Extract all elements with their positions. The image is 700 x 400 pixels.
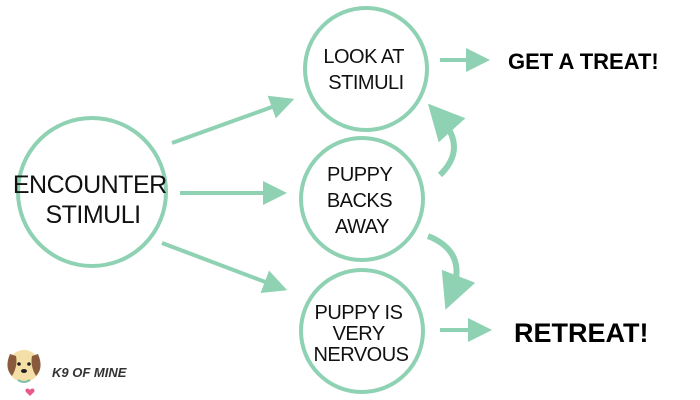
node-look-label: LOOK AT STIMULI [323,46,408,94]
node-encounter-line: ENCOUNTER [13,171,167,199]
node-backs-line: AWAY [335,216,389,238]
curved-arrow-backs-to-retreat [426,233,476,310]
node-look-line: LOOK AT [323,46,404,68]
logo: K9 OF MINE [7,350,127,396]
node-encounter-label: ENCOUNTER STIMULI [13,171,173,229]
node-look-line: STIMULI [328,72,403,94]
node-nervous-line: NERVOUS [313,344,408,366]
node-nervous-line: VERY [333,323,385,345]
dog-face-icon [7,350,41,396]
node-encounter-line: STIMULI [45,201,140,229]
logo-text: K9 OF MINE [52,365,127,380]
outcome-treat: GET A TREAT! [508,49,659,74]
node-backs-circle [299,136,425,262]
node-nervous-line: PUPPY IS [315,302,403,324]
node-look-circle [303,6,429,132]
node-nervous-label: PUPPY IS VERY NERVOUS [313,302,408,366]
node-encounter-circle [16,116,168,268]
curved-arrow-backs-to-look [427,103,466,178]
outcome-retreat: RETREAT! [514,318,649,348]
node-nervous-circle [299,268,425,394]
arrow-encounter-to-nervous [161,241,288,293]
node-backs-line: BACKS [327,190,392,212]
arrow-encounter-to-look [171,95,295,145]
node-backs-label: PUPPY BACKS AWAY [327,164,397,238]
node-backs-line: PUPPY [327,164,392,186]
